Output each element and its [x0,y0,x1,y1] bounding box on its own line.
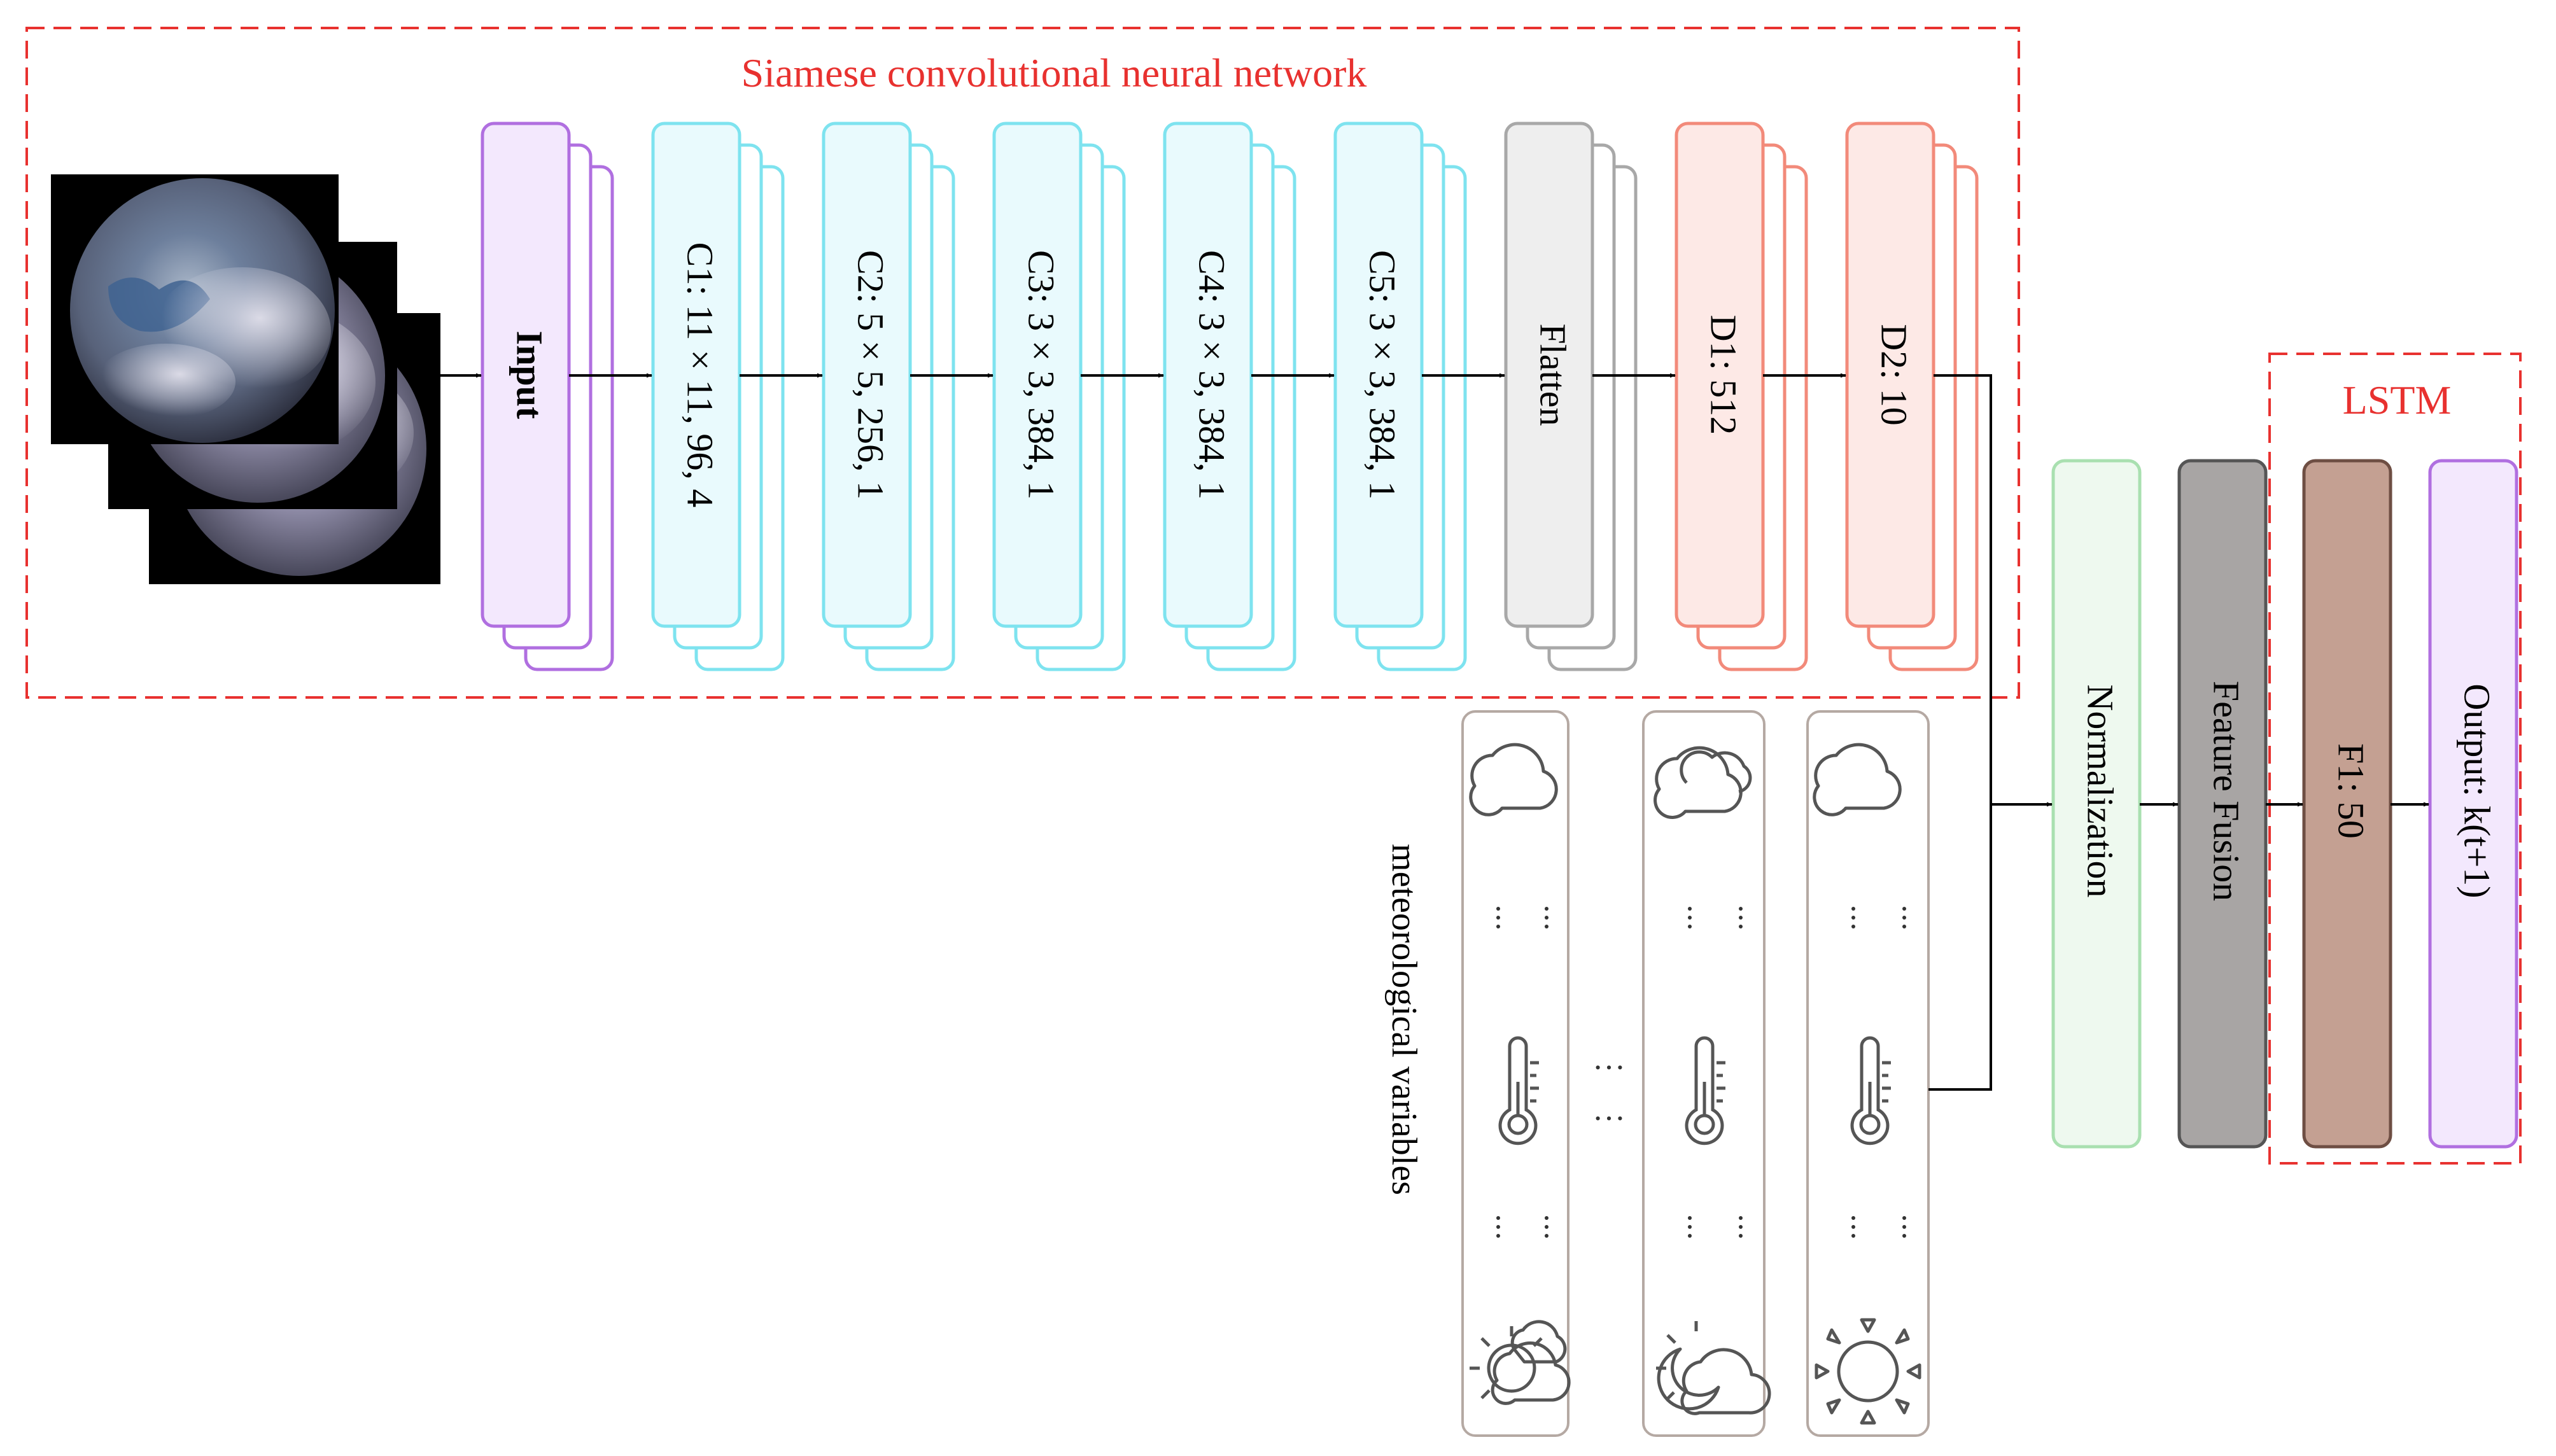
met-panel-3 [1806,710,1930,1437]
flatten-layer: Flatten [1504,122,1638,671]
sky-image-1 [51,174,339,444]
sun-icon [1815,1318,1921,1425]
conv-layer-c5-label: C5: 3 × 3, 384, 1 [1362,250,1403,500]
conv-layer-c2-label: C2: 5 × 5, 256, 1 [850,250,892,500]
conv-layer-c2: C2: 5 × 5, 256, 1 [822,122,955,671]
normalization-layer: Normalization [2051,459,2142,1149]
sky-image-stack [51,174,440,584]
partly-cloudy-icon [1470,1320,1571,1405]
connection-arrows [440,373,2429,1091]
dense-layer-d2-label: D2: 10 [1874,324,1915,426]
normalization-layer-label: Normalization [2080,684,2121,897]
feature-fusion-layer: Feature Fusion [2177,459,2268,1149]
met-panel-2 [1642,710,1766,1437]
conv-layer-c3-label: C3: 3 × 3, 384, 1 [1021,250,1062,500]
night-cloud-icon [1656,1321,1771,1415]
thermometer-icon [1498,1036,1539,1145]
feature-fusion-layer-label: Feature Fusion [2206,681,2247,901]
cnn-group-box [25,27,2020,699]
output-layer-label: Output: k(t+1) [2457,683,2498,898]
dense-layer-d2: D2: 10 [1845,122,1979,671]
output-layer: Output: k(t+1) [2428,459,2518,1149]
panel-ellipses [1496,907,1906,1238]
conv-layer-c4: C4: 3 × 3, 384, 1 [1163,122,1296,671]
conv-layer-c1-label: C1: 11 × 11, 96, 4 [680,242,721,508]
conv-layer-c5: C5: 3 × 3, 384, 1 [1333,122,1467,671]
met-panel-1 [1461,710,1569,1437]
cloud-icon [1469,743,1558,816]
meteorological-variables-label: meteorological variables [1384,844,1424,1195]
dense-layer-d1-label: D1: 512 [1703,315,1745,435]
lstm-group-box [2268,353,2522,1165]
panel-between-ellipsis-2: … [1592,1091,1626,1128]
cloud-icon [1813,743,1902,816]
lstm-f1-layer: F1: 50 [2302,459,2392,1149]
cnn-group-title: Siamese convolutional neural network [741,50,1367,95]
conv-layer-c4-label: C4: 3 × 3, 384, 1 [1191,250,1233,500]
conv-layer-c3: C3: 3 × 3, 384, 1 [992,122,1126,671]
thermometer-icon [1850,1036,1891,1145]
dense-layer-d1: D1: 512 [1675,122,1808,671]
flatten-layer-label: Flatten [1533,323,1574,426]
input-layer-label: Input [509,331,551,419]
lstm-f1-layer-label: F1: 50 [2331,743,2372,839]
lstm-group-title: LSTM [2343,377,2452,423]
input-layer: Input [481,122,614,671]
layer-blocks: Input C1: 11 × 11, 96, 4 C2: 5 × 5, 256, 1… [481,122,2518,1149]
thermometer-icon [1685,1036,1725,1145]
double-cloud-icon [1654,746,1752,819]
panel-between-ellipsis-1: … [1592,1040,1626,1077]
conv-layer-c1: C1: 11 × 11, 96, 4 [651,122,785,671]
